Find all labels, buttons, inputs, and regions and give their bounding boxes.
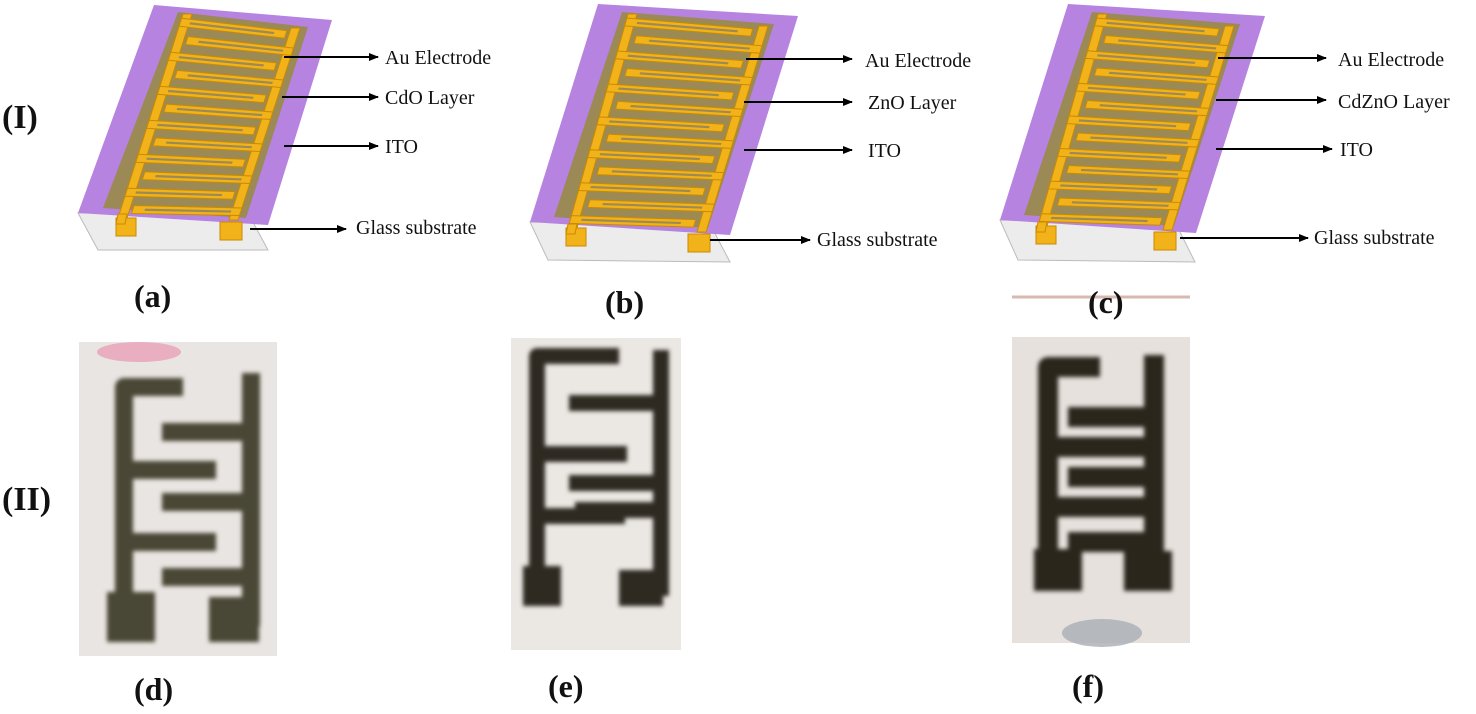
electrode-finger-gap — [627, 54, 729, 65]
label-zno-layer: ZnO Layer — [868, 92, 957, 114]
electrode-finger-gap — [590, 185, 691, 193]
label-glass-c: Glass substrate — [1314, 227, 1435, 249]
electrode-finger-gap — [608, 120, 710, 129]
photo-electrode-left — [115, 378, 216, 626]
row-label-1: (I) — [2, 99, 38, 136]
photo-electrode-left — [1038, 357, 1150, 587]
contact-pad-right — [219, 221, 243, 241]
panel-label-f: (f) — [1072, 668, 1104, 704]
electrode-right-bus — [228, 27, 301, 221]
label-ito-a: ITO — [385, 136, 418, 158]
electrode-finger-gap — [187, 74, 273, 84]
electrode-finger-gap — [1080, 168, 1179, 176]
electrode-finger-gap — [618, 87, 720, 97]
electrode-finger-gap — [1060, 184, 1158, 191]
label-cdzno-layer: CdZnO Layer — [1338, 91, 1450, 113]
electrode-finger-gap — [630, 104, 732, 114]
electrode-finger-gap — [1078, 119, 1177, 128]
electrode-finger-gap — [1099, 104, 1198, 113]
label-ito-c: ITO — [1340, 139, 1373, 161]
contact-pad-right — [687, 233, 711, 253]
electrode-finger-gap — [1050, 216, 1148, 223]
device-photo-cdo — [79, 342, 277, 656]
photo-electrode-right — [569, 350, 669, 596]
device-photo-zno — [511, 338, 681, 650]
photo-pad-left — [523, 566, 561, 606]
electrode-finger-gap — [1090, 136, 1188, 144]
gold-electrode — [565, 13, 769, 253]
electrode-finger-gap — [648, 39, 751, 50]
device-photo-cdzno — [1012, 337, 1190, 647]
electrode-lead — [115, 213, 128, 225]
row-label-2: (II) — [2, 481, 51, 518]
electrode-finger-gap — [581, 218, 682, 225]
panel-label-b: (b) — [605, 284, 644, 320]
electrode-finger-gap — [1097, 54, 1196, 64]
panel-label-e: (e) — [548, 668, 584, 704]
contact-pad-right — [1153, 231, 1177, 251]
label-ito-b: ITO — [868, 140, 901, 162]
electrode-finger-gap — [1071, 201, 1169, 207]
electrode-lead — [1035, 221, 1048, 233]
label-glass-a: Glass substrate — [356, 217, 477, 239]
electrode-finger-gap — [178, 56, 264, 67]
electrode-finger-gap — [611, 170, 712, 177]
label-au-electrode-c: Au Electrode — [1338, 49, 1444, 71]
electrode-finger-gap — [176, 107, 263, 117]
gold-electrode — [1035, 13, 1235, 251]
electrode-finger-gap — [165, 141, 253, 149]
electrode-finger-gap — [620, 137, 722, 146]
electrode-finger-gap — [636, 21, 739, 33]
electrode-finger-gap — [146, 157, 233, 164]
photo-pad-right — [209, 597, 259, 642]
label-cdo-layer: CdO Layer — [385, 87, 475, 109]
label-glass-b: Glass substrate — [817, 229, 938, 251]
photo-pad-left — [1034, 549, 1082, 591]
photo-electrode-right — [162, 373, 260, 626]
photo-pad-right — [1124, 551, 1172, 591]
electrode-finger-gap — [167, 89, 254, 99]
panel-label-d: (d) — [134, 671, 173, 707]
electrode-finger-gap — [639, 72, 741, 82]
electrode-finger-gap — [1108, 71, 1207, 81]
electrode-finger-gap — [198, 40, 284, 52]
device-schematic-zno — [529, 4, 798, 263]
electrode-finger-gap — [189, 22, 275, 35]
electrode-finger-gap — [157, 123, 244, 132]
device-schematic-cdo — [77, 5, 332, 251]
electrode-finger-gap — [135, 191, 223, 197]
electrode-finger-gap — [1087, 86, 1186, 96]
photo-pad-left — [107, 592, 155, 642]
electrode-finger-gap — [1069, 151, 1167, 159]
label-au-electrode-b: Au Electrode — [865, 50, 971, 72]
electrode-finger-gap — [602, 202, 703, 209]
electrode-finger-gap — [144, 208, 232, 213]
panel-label-c: (c) — [1088, 284, 1124, 320]
photo-electrode-right — [1068, 355, 1164, 585]
electrode-finger-gap — [1106, 21, 1205, 33]
electrode-finger-gap — [599, 153, 701, 161]
device-schematic-cdzno — [999, 4, 1265, 263]
gold-electrode — [115, 13, 301, 241]
electrode-finger-gap — [1117, 39, 1217, 50]
photo-pad-right — [619, 570, 663, 606]
panel-label-a: (a) — [134, 278, 171, 314]
electrode-lead — [565, 223, 578, 235]
label-au-electrode-a: Au Electrode — [385, 47, 491, 69]
electrode-finger-gap — [155, 175, 242, 181]
